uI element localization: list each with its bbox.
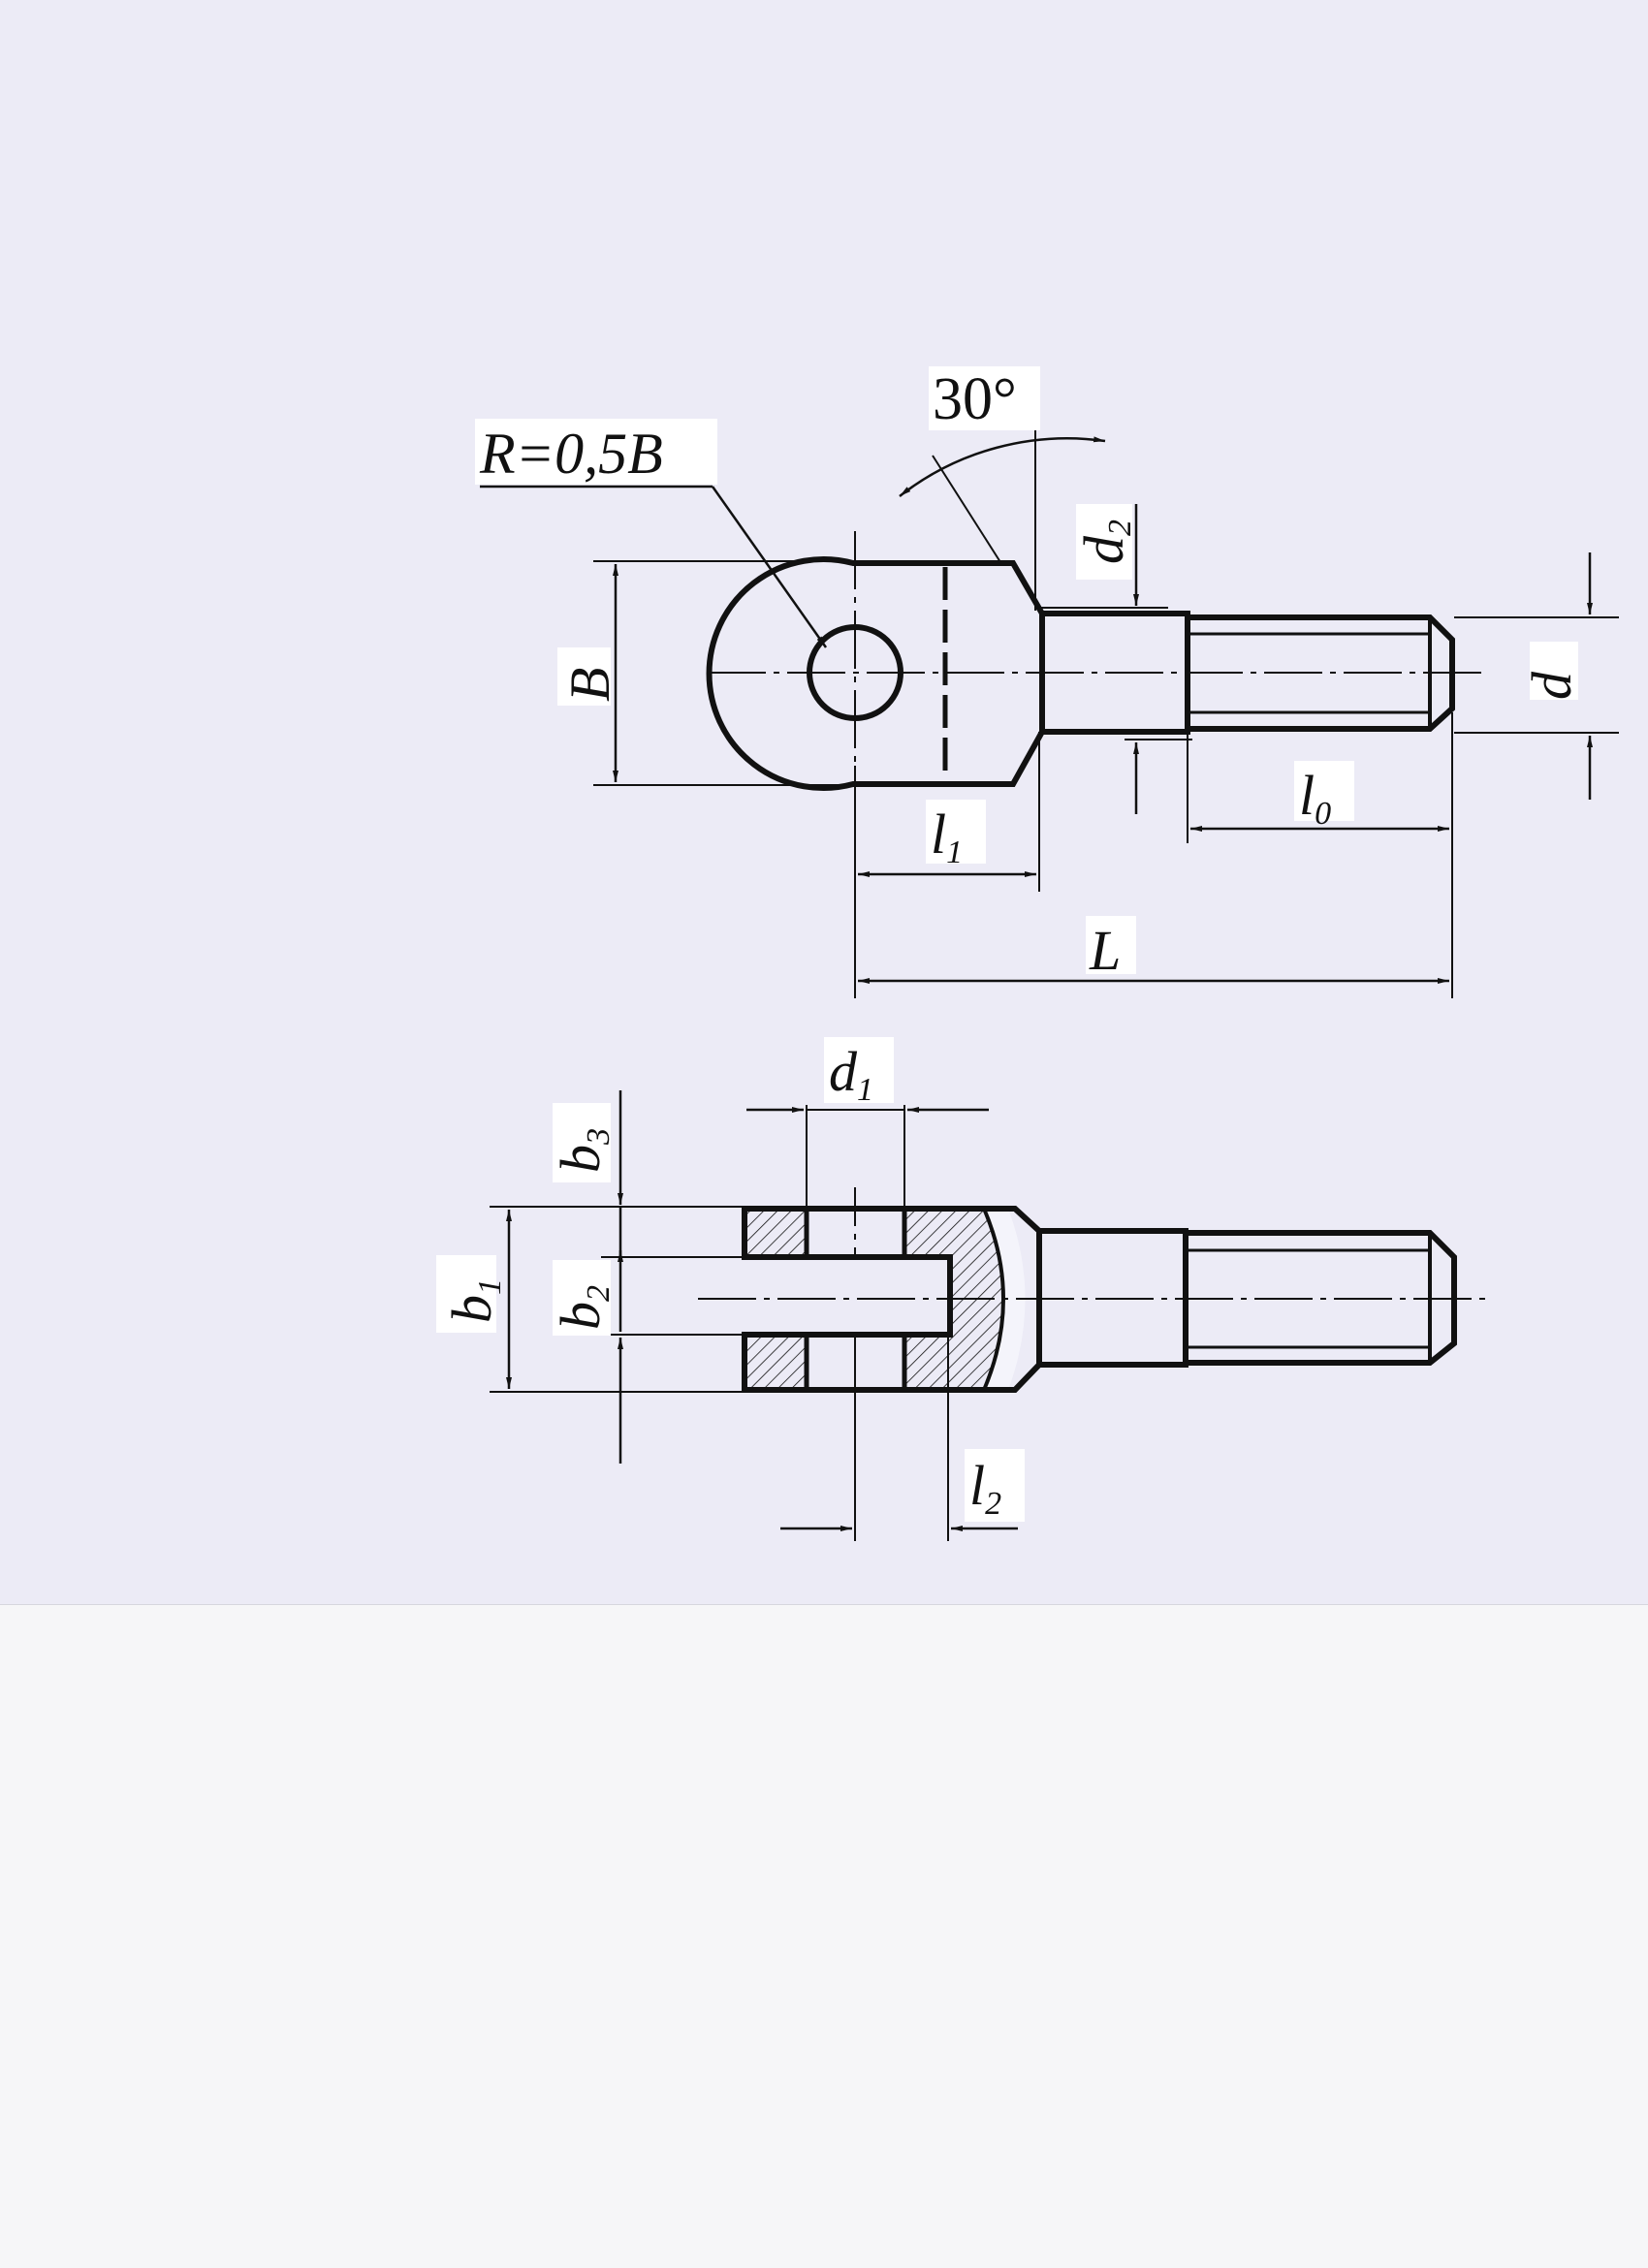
dim-L-label: L <box>1089 919 1121 982</box>
top-view: B R=0,5B 30° d2 d l0 <box>475 366 1619 998</box>
radius-label: R=0,5B <box>479 422 663 486</box>
fork-outline <box>742 1206 1042 1393</box>
dim-b2-label: b2 <box>549 1285 617 1330</box>
dim-b1-label: b1 <box>440 1278 508 1323</box>
dim-B-label: B <box>558 668 621 702</box>
dim-l0-label: l0 <box>1299 764 1331 832</box>
section-view: d1 b1 b3 b2 l2 <box>436 1037 1488 1541</box>
dim-d-label: d <box>1520 671 1583 700</box>
dim-b3-label: b3 <box>549 1128 617 1173</box>
dim-l2-label: l2 <box>969 1454 1001 1522</box>
dim-l1-label: l1 <box>931 803 963 870</box>
angle-arc <box>899 436 1106 497</box>
dim-d1-label: d1 <box>829 1040 873 1108</box>
angle-label: 30° <box>933 366 1017 432</box>
threaded-end <box>1188 614 1455 732</box>
section-thread <box>1186 1230 1457 1366</box>
eye-outline <box>706 556 1045 791</box>
dim-d2-label: d2 <box>1072 520 1138 564</box>
